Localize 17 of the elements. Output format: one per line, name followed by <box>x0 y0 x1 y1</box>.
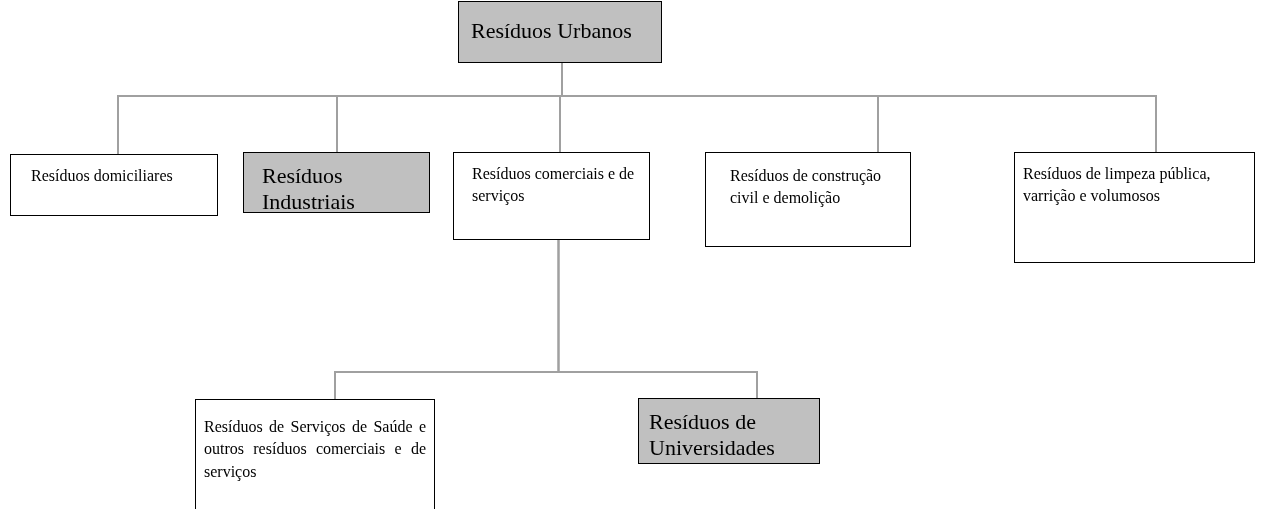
category-label: Resíduos domiciliares <box>31 166 174 186</box>
connector-line <box>557 239 758 399</box>
category-label: Resíduos comerciais e de serviços <box>472 164 636 207</box>
category-box <box>705 152 911 247</box>
category-box <box>10 154 218 216</box>
category-box <box>458 1 662 63</box>
category-label: Resíduos de limpeza pública, varrição e volumosos <box>1023 164 1212 207</box>
category-label: Resíduos Industriais <box>262 163 356 216</box>
category-label: Resíduos de Universidades <box>649 409 776 462</box>
category-box <box>453 152 650 240</box>
category-label: Resíduos de Serviços de Saúde e outros resíduos comerciais e de serviços <box>204 417 426 483</box>
category-box <box>195 399 435 509</box>
category-box <box>243 152 430 213</box>
category-box <box>638 398 820 464</box>
category-box <box>1014 152 1255 263</box>
category-label: Resíduos Urbanos <box>471 18 633 45</box>
category-label: Resíduos de construção civil e demolição <box>730 166 883 209</box>
